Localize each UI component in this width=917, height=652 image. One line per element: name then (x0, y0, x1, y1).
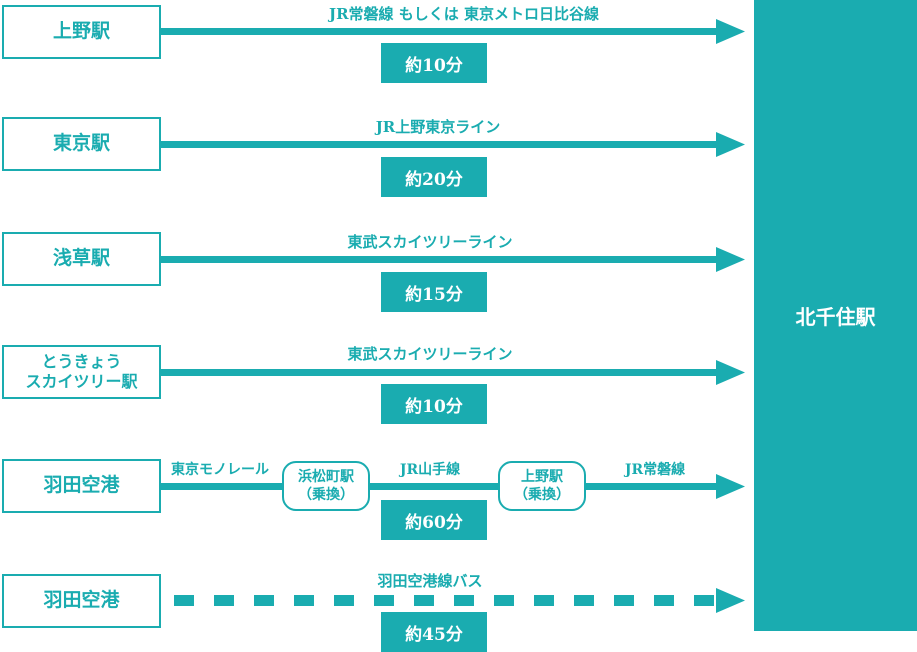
segment-label-yamanote: JR山手線 (399, 462, 461, 478)
origin-label: 東京駅 (52, 132, 110, 155)
time-label: 約10分 (405, 55, 463, 76)
origin-label: 羽田空港 (43, 474, 120, 497)
origin-haneda-rail: 羽田空港 (2, 459, 161, 513)
transfer-note: （乗換） (514, 487, 570, 503)
origin-ueno: 上野駅 (2, 5, 161, 59)
time-badge-haneda-bus: 約45分 (381, 612, 487, 652)
transfer-station: 上野駅 (521, 468, 563, 485)
origin-asakusa: 浅草駅 (2, 232, 161, 286)
time-label: 約20分 (405, 169, 463, 190)
segment-label-joban: JR常磐線 (624, 462, 686, 478)
arrow-haneda-rail (160, 474, 745, 499)
time-badge-asakusa: 約15分 (381, 272, 487, 312)
segment-label-monorail: 東京モノレール (171, 462, 269, 478)
arrow-asakusa (160, 247, 745, 272)
origin-tokyo: 東京駅 (2, 117, 161, 171)
time-badge-tokyo: 約20分 (381, 157, 487, 197)
destination-label: 北千住駅 (795, 305, 876, 329)
arrow-ueno (160, 19, 745, 44)
origin-label: 羽田空港 (43, 589, 120, 612)
origin-haneda-bus: 羽田空港 (2, 574, 161, 628)
time-label: 約15分 (405, 284, 463, 305)
time-label: 約45分 (405, 624, 463, 645)
line-label-bus: 羽田空港線バス (377, 572, 483, 590)
time-badge-ueno: 約10分 (381, 43, 487, 83)
time-label: 約10分 (405, 396, 463, 417)
line-label-tokyo: JR上野東京ライン (375, 118, 501, 136)
time-badge-skytree: 約10分 (381, 384, 487, 424)
time-badge-haneda-rail: 約60分 (381, 500, 487, 540)
origin-label: 上野駅 (52, 20, 110, 43)
origin-label: 浅草駅 (52, 247, 110, 270)
origin-label-line2: スカイツリー駅 (25, 372, 138, 391)
line-label-ueno: JR常磐線 もしくは 東京メトロ日比谷線 (328, 5, 600, 23)
transfer-hamamatsucho: 浜松町駅 （乗換） (282, 461, 370, 511)
line-label-skytree: 東武スカイツリーライン (347, 345, 513, 363)
origin-skytree: とうきょう スカイツリー駅 (2, 345, 161, 399)
arrow-skytree (160, 360, 745, 385)
transfer-note: （乗換） (298, 487, 354, 503)
transfer-station: 浜松町駅 (298, 468, 354, 485)
transfer-ueno: 上野駅 （乗換） (498, 461, 586, 511)
origin-label-line1: とうきょう (41, 352, 122, 371)
line-label-asakusa: 東武スカイツリーライン (347, 233, 513, 251)
destination-box: 北千住駅 (754, 0, 917, 631)
arrow-haneda-bus (174, 588, 745, 613)
arrow-tokyo (160, 132, 745, 157)
time-label: 約60分 (405, 512, 463, 533)
